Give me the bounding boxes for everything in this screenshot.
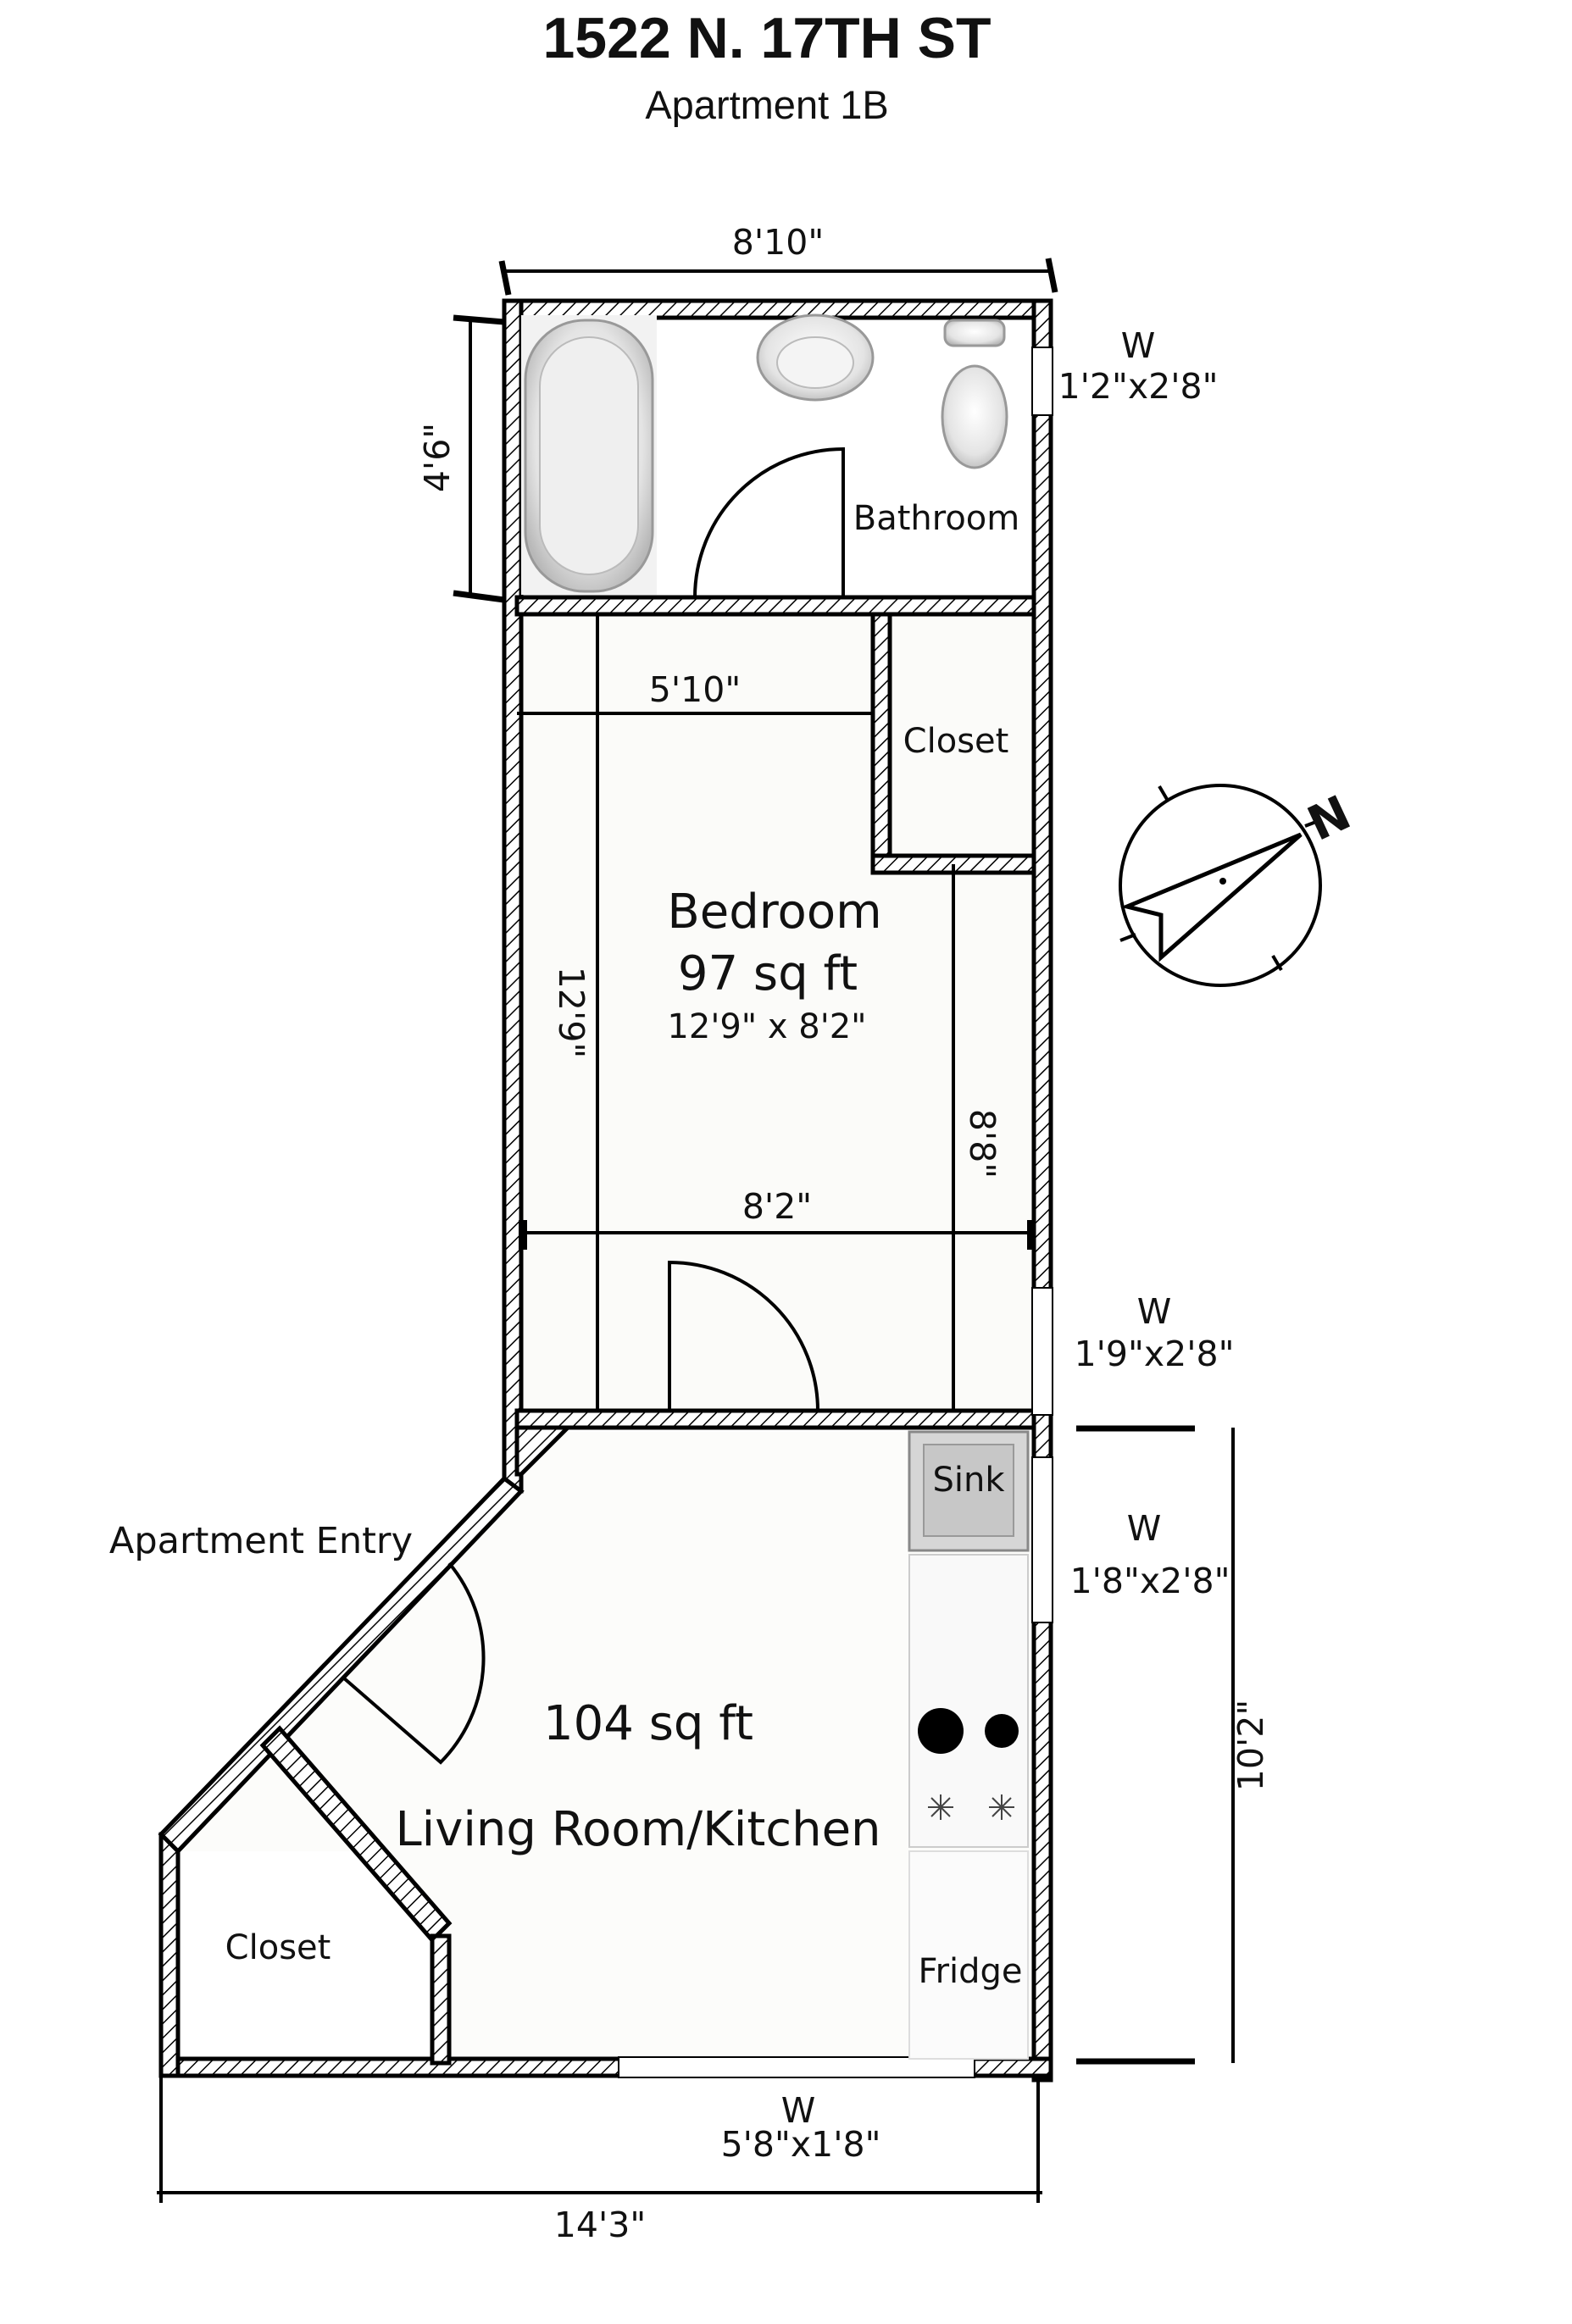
bedroom-size: 12'9" x 8'2" [667, 1007, 866, 1046]
dim-bedroom-height: 12'9" [551, 967, 592, 1058]
compass-icon: N [1119, 784, 1359, 987]
bathtub-icon [521, 315, 657, 595]
dim-closet-width: 5'10" [649, 669, 741, 710]
window-2-label: W [1137, 1291, 1172, 1332]
dim-bottom-width: 14'3" [554, 2205, 646, 2245]
bedroom-area: 97 sq ft [678, 946, 858, 1001]
window-3-label: W [1127, 1508, 1162, 1549]
dim-bedroom-side: 8'8" [962, 1109, 1003, 1179]
bathroom-sink-icon [756, 313, 875, 402]
bathroom-label: Bathroom [853, 499, 1019, 538]
apartment-entry-label: Apartment Entry [109, 1520, 413, 1562]
closet-label-top: Closet [903, 722, 1009, 761]
door-swings [342, 446, 845, 1765]
window-4-label: W [781, 2090, 816, 2131]
window-1-size: 1'2"x2'8" [1058, 366, 1219, 407]
dimension-lines [157, 258, 1235, 2203]
kitchen-sink-icon [908, 1430, 1030, 1552]
living-area: 104 sq ft [543, 1696, 753, 1751]
window-1-label: W [1121, 325, 1156, 366]
fridge-label: Fridge [918, 1952, 1022, 1991]
dim-top-width: 8'10" [732, 222, 824, 263]
room-floors [178, 318, 1034, 2063]
closet-label-bottom: Closet [225, 1928, 331, 1967]
dim-bedroom-width: 8'2" [742, 1186, 812, 1227]
dim-living-height: 10'2" [1230, 1700, 1271, 1791]
stove-icon [908, 1554, 1029, 1848]
living-room-label: Living Room/Kitchen [395, 1802, 880, 1857]
bedroom-label: Bedroom [667, 885, 881, 940]
window-3-size: 1'8"x2'8" [1070, 1561, 1230, 1601]
fridge-icon [908, 1850, 1029, 2060]
page-title: 1522 N. 17TH ST [542, 6, 991, 70]
window-openings [618, 347, 1053, 2078]
page-subtitle: Apartment 1B [645, 82, 888, 127]
toilet-icon [941, 319, 1008, 469]
kitchen-sink-label: Sink [932, 1461, 1005, 1500]
interior-walls [259, 595, 1036, 2066]
window-2-size: 1'9"x2'8" [1075, 1334, 1235, 1374]
window-4-size: 5'8"x1'8" [721, 2124, 881, 2165]
dim-bath-height: 4'6" [417, 423, 458, 492]
